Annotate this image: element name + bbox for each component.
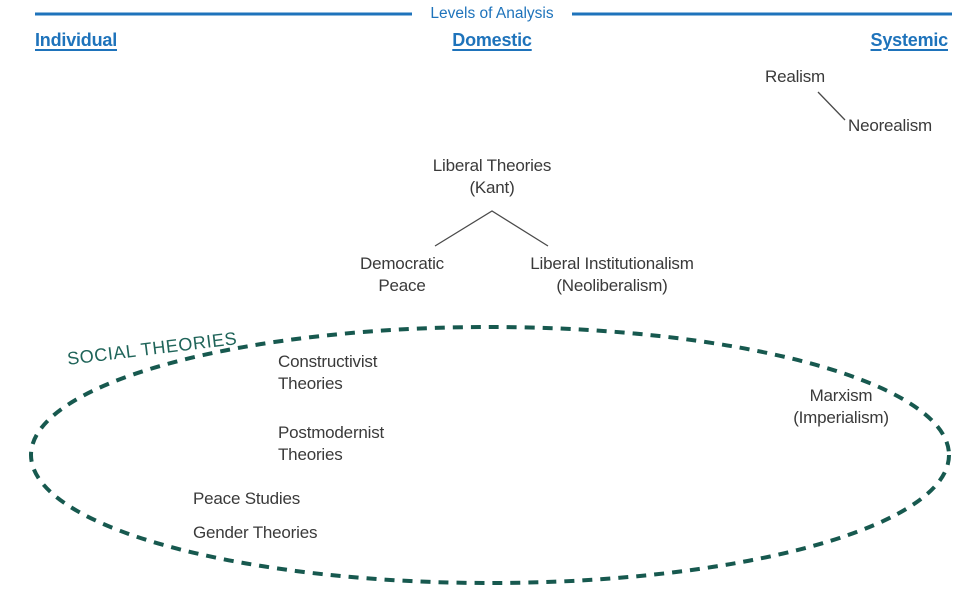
node-gender-theories: Gender Theories xyxy=(193,523,318,542)
column-header-individual: Individual xyxy=(35,30,118,50)
node-neorealism: Neorealism xyxy=(848,116,932,135)
node-liberal-institutionalism: Liberal Institutionalism (Neoliberalism) xyxy=(530,254,694,295)
node-democratic-peace: Democratic Peace xyxy=(360,254,444,295)
diagram-title: Levels of Analysis xyxy=(430,5,554,22)
node-marxism: Marxism (Imperialism) xyxy=(793,386,889,427)
social-theories-ellipse xyxy=(29,325,951,585)
node-realism: Realism xyxy=(765,67,826,86)
realism-neorealism-connector xyxy=(817,91,846,121)
column-header-domestic: Domestic xyxy=(452,30,532,50)
column-header-systemic: Systemic xyxy=(870,30,949,50)
node-constructivist-theories: Constructivist Theories xyxy=(278,352,378,393)
liberal-theories-branches xyxy=(434,210,549,247)
social-theories-label: SOCIAL THEORIES xyxy=(66,328,239,369)
node-liberal-theories: Liberal Theories (Kant) xyxy=(432,156,552,197)
node-postmodernist-theories: Postmodernist Theories xyxy=(278,423,385,464)
node-peace-studies: Peace Studies xyxy=(193,489,301,508)
